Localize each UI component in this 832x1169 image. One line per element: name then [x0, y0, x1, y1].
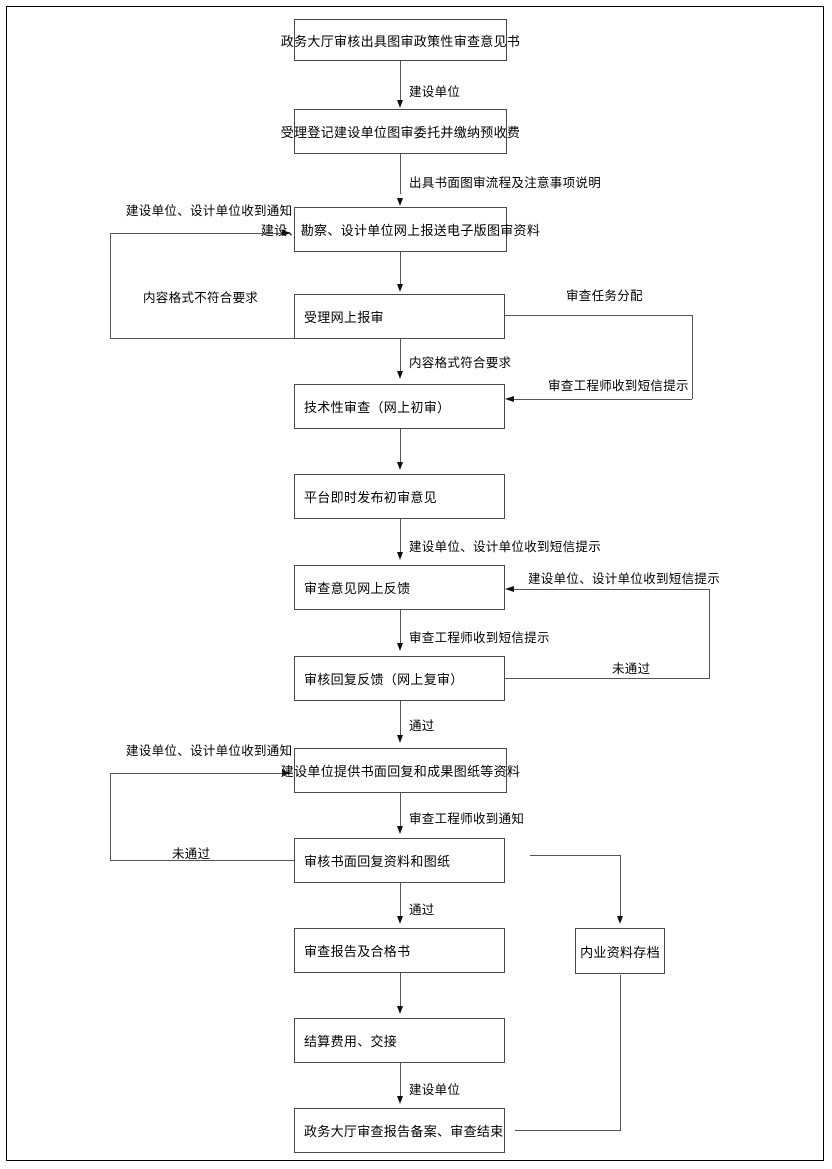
loop-left1-vertical-line: [110, 233, 111, 339]
edge-label-n2-n3: 出具书面图审流程及注意事项说明: [409, 175, 602, 190]
loop-right1-bottom-label: 审查工程师收到短信提示: [548, 378, 689, 393]
connector-n11-n12-line: [400, 973, 401, 1007]
loop-left2-arrow: [282, 769, 291, 776]
node-shenhe-huifu-fankui[interactable]: 审核回复反馈（网上复审）: [294, 656, 505, 701]
loop-right1-vertical-line: [692, 315, 693, 399]
loop-right2-bottom-line: [505, 678, 710, 679]
node-neiye-ziliao-cundang[interactable]: 内业资料存档: [575, 928, 665, 974]
node-shenhe-shumian-huifu[interactable]: 审核书面回复资料和图纸: [294, 838, 505, 883]
loop-left2-bottom-label: 未通过: [172, 846, 211, 861]
connector-n5-n6-arrow: [396, 462, 403, 470]
node-shouli-dengji[interactable]: 受理登记建设单位图审委托并缴纳预收费: [281, 109, 520, 154]
connector-n10-n11-line: [400, 883, 401, 917]
branch-n10-n14-arrow: [616, 916, 623, 924]
connector-n11-n12-arrow: [396, 1006, 403, 1014]
connector-n8-n9-arrow: [396, 735, 403, 743]
loop-right2-arrow: [505, 585, 514, 592]
node-jianshe-danwei-tigong[interactable]: 建设单位提供书面回复和成果图纸等资料: [281, 748, 520, 793]
edge-label-n1-n2: 建设单位: [409, 84, 461, 99]
node-shouli-wangshang-baoshen[interactable]: 受理网上报审: [294, 294, 505, 339]
connector-n6-n7-line: [400, 519, 401, 553]
branch-n13-n14-horizontal: [515, 1130, 620, 1131]
loop-left2-top-line: [110, 773, 282, 774]
node-jishuxing-shencha[interactable]: 技术性审查（网上初审）: [294, 384, 505, 429]
loop-right1-top-line: [505, 315, 693, 316]
node-jiesuan-feiyong-jiaojie[interactable]: 结算费用、交接: [294, 1018, 505, 1063]
branch-n10-n14-vertical: [620, 855, 621, 917]
loop-left1-bottom-line: [110, 338, 294, 339]
edge-label-n10-n11: 通过: [409, 902, 435, 917]
branch-n13-n14-vertical: [620, 975, 621, 1131]
connector-n3-n4-arrow: [396, 284, 403, 292]
connector-n3-n4-line: [400, 252, 401, 284]
node-wangshang-baosong[interactable]: 建设、勘察、设计单位网上报送电子版图审资料: [261, 207, 540, 252]
connector-n12-n13-arrow: [396, 1096, 403, 1104]
loop-left1-arrow: [282, 229, 291, 236]
loop-right1-top-label: 审查任务分配: [566, 288, 643, 303]
connector-n5-n6-line: [400, 429, 401, 464]
connector-n6-n7-arrow: [396, 552, 403, 560]
connector-n1-n2-line: [400, 61, 401, 101]
edge-label-n8-n9: 通过: [409, 718, 435, 733]
loop-right1-bottom-line: [514, 399, 692, 400]
node-baogao-beian-jieshu[interactable]: 政务大厅审查报告备案、审查结束: [294, 1108, 505, 1153]
loop-left1-bottom-label: 内容格式不符合要求: [143, 290, 259, 305]
connector-n9-n10-line: [400, 793, 401, 827]
connector-n4-n5-arrow: [396, 371, 403, 379]
loop-left2-top-label: 建设单位、设计单位收到通知: [126, 743, 293, 758]
loop-left1-top-line: [110, 233, 282, 234]
page-border: [6, 6, 824, 1161]
connector-n1-n2-arrow: [396, 100, 403, 108]
connector-n12-n13-line: [400, 1063, 401, 1097]
loop-left2-bottom-line: [110, 860, 294, 861]
node-shencha-yijian-fankui[interactable]: 审查意见网上反馈: [294, 565, 505, 610]
connector-n2-n3-arrow: [396, 198, 403, 206]
loop-left2-vertical-line: [110, 773, 111, 861]
edge-label-n7-n8: 审查工程师收到短信提示: [409, 630, 550, 645]
edge-label-n4-n5: 内容格式符合要求: [409, 355, 512, 370]
node-pingtai-fabu-chushen[interactable]: 平台即时发布初审意见: [294, 474, 505, 519]
connector-n10-n11-arrow: [396, 916, 403, 924]
loop-right2-bottom-label: 未通过: [612, 661, 651, 676]
connector-n7-n8-line: [400, 610, 401, 644]
edge-label-n12-n13: 建设单位: [409, 1082, 461, 1097]
connector-n4-n5-line: [400, 339, 401, 371]
connector-n2-n3-line: [400, 154, 401, 194]
loop-left1-top-label: 建设单位、设计单位收到通知: [126, 203, 293, 218]
loop-right2-top-line: [514, 589, 709, 590]
loop-right1-arrow: [505, 395, 514, 402]
edge-label-n9-n10: 审查工程师收到通知: [409, 811, 525, 826]
connector-n7-n8-arrow: [396, 643, 403, 651]
connector-n9-n10-arrow: [396, 826, 403, 834]
loop-right2-top-label: 建设单位、设计单位收到短信提示: [528, 571, 721, 586]
edge-label-n6-n7: 建设单位、设计单位收到短信提示: [409, 539, 602, 554]
node-zhengwu-daiting-shenhe[interactable]: 政务大厅审核出具图审政策性审查意见书: [281, 19, 520, 61]
connector-n8-n9-line: [400, 701, 401, 735]
node-shencha-baogao-hegeshu[interactable]: 审查报告及合格书: [294, 928, 505, 973]
branch-n10-n14-horizontal: [530, 855, 620, 856]
loop-right2-vertical-line: [709, 589, 710, 679]
